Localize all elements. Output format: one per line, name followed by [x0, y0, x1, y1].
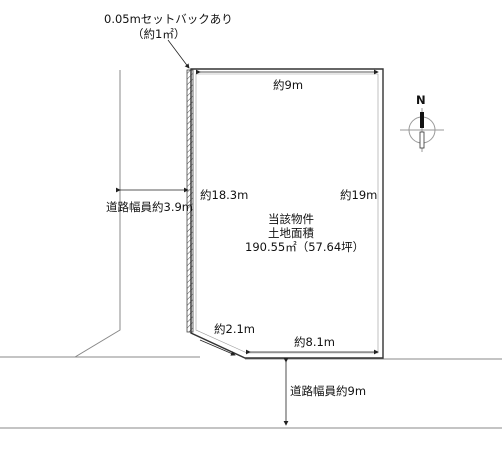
- dimension-right: 約19m: [340, 188, 378, 202]
- dimension-corner: 約2.1m: [214, 322, 255, 336]
- dimension-bottom: 約8.1m: [294, 335, 335, 349]
- dimension-top: 約9m: [273, 78, 304, 92]
- compass-north-label: N: [416, 93, 426, 107]
- lot-boundary: [190, 68, 384, 359]
- setback-note-line1: 0.05mセットバックあり: [104, 12, 233, 26]
- north-compass-icon: [400, 108, 444, 152]
- property-area-label: 土地面積: [268, 226, 314, 240]
- road-west-width: 道路幅員約3.9m: [106, 200, 193, 214]
- setback-strip: [186, 69, 194, 333]
- property-area-value: 190.55㎡（57.64坪）: [245, 240, 365, 254]
- dimension-left: 約18.3m: [200, 188, 249, 202]
- setback-note-line2: （約1㎡）: [132, 27, 186, 41]
- property-name: 当該物件: [268, 212, 314, 226]
- dimension-arrows: [116, 39, 379, 426]
- road-south-width: 道路幅員約9m: [290, 384, 367, 398]
